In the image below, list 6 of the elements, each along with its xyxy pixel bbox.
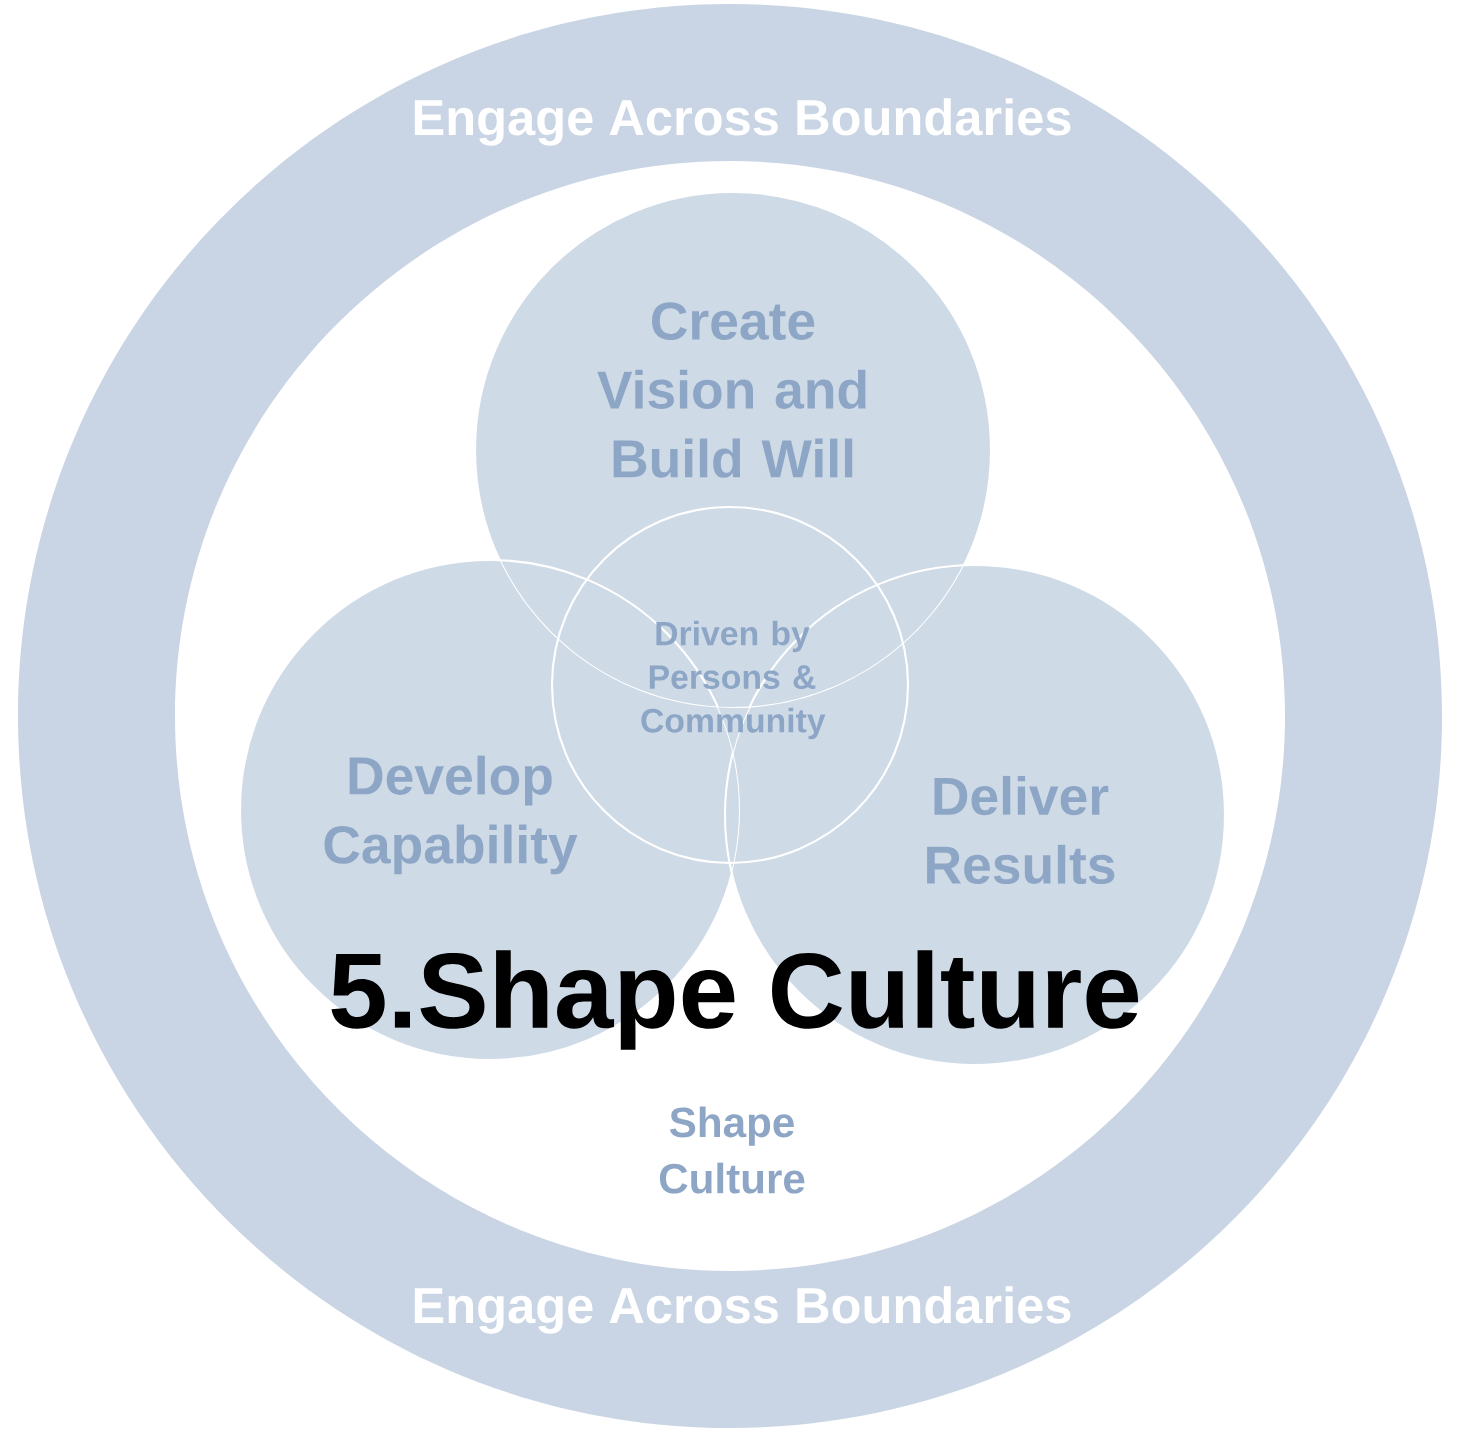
circle-label: Deliver Results (927, 775, 1115, 885)
area-label: Shape Culture (659, 1106, 805, 1194)
circle-label: Driven by Persons & Community (641, 620, 826, 740)
title: 5.Shape Culture (331, 950, 1139, 1050)
circle-label: Develop Capability (324, 755, 578, 875)
circle-label: Create Vision and Build Will (597, 302, 866, 478)
